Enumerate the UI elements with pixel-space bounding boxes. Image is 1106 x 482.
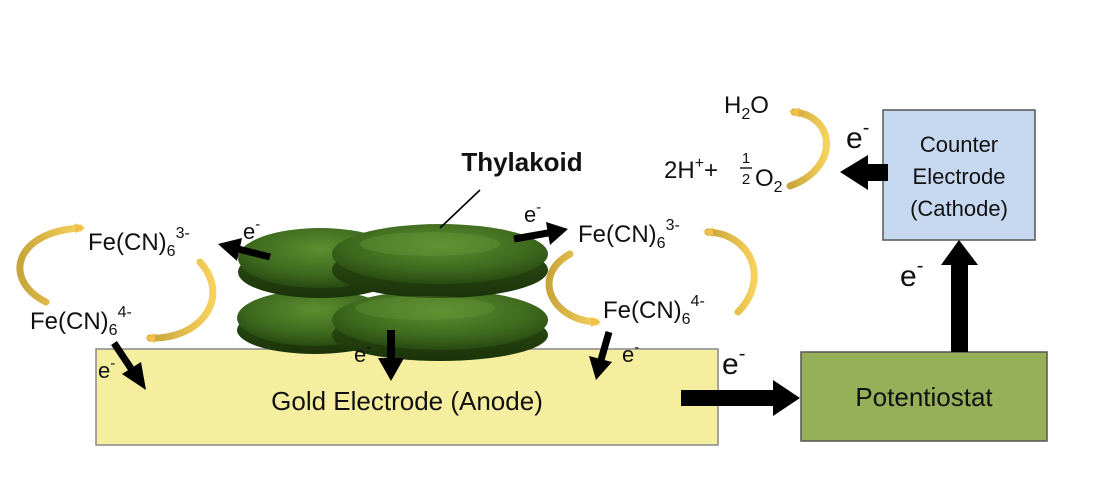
left-redox-cycle-arrows — [16, 223, 217, 344]
half-numerator: 1 — [742, 150, 750, 167]
thylakoid-pointer-line — [439, 189, 481, 229]
svg-text:O2: O2 — [755, 165, 783, 196]
electron-labels: e- e- e- e- e- e- e- e- — [98, 117, 923, 383]
right-redox-cycle-arrows — [545, 227, 758, 327]
left-ferricyanide: Fe(CN)63- — [88, 225, 190, 260]
electron-label-right-electrode: e- — [622, 339, 639, 367]
thylakoid-stack — [237, 224, 548, 361]
electron-label-thylakoid-right: e- — [524, 199, 541, 227]
svg-text:2H++: 2H++ — [664, 155, 718, 184]
arrow-electrode-to-potentiostat — [681, 380, 800, 416]
gold-electrode-label: Gold Electrode (Anode) — [271, 386, 543, 416]
half-denominator: 2 — [742, 171, 750, 188]
counter-electrode-line1: Counter — [920, 132, 998, 157]
thylakoid-label: Thylakoid — [461, 147, 582, 177]
electron-label-to-potentiostat: e- — [722, 343, 745, 381]
arrow-counter-electrode-to-oxygen — [840, 155, 888, 190]
proton-oxygen-formula: 2H++ 1 2 O2 — [664, 150, 783, 196]
right-ferricyanide: Fe(CN)63- — [578, 217, 680, 252]
counter-electrode-line3: (Cathode) — [910, 196, 1008, 221]
counter-electrode-box: Counter Electrode (Cathode) — [882, 109, 1036, 241]
electron-label-thylakoid-left: e- — [243, 216, 260, 244]
arrow-right-ferrocyanide-to-electrode — [589, 331, 613, 380]
arrow-thylakoid-to-electrode — [378, 330, 404, 381]
electron-flow-arrows — [111, 155, 978, 416]
water-formula: H2O — [724, 92, 769, 123]
electron-label-to-oxygen: e- — [846, 117, 869, 155]
potentiostat-label: Potentiostat — [855, 382, 993, 412]
arrow-left-ferrocyanide-to-electrode — [111, 341, 146, 390]
counter-electrode-line2: Electrode — [913, 164, 1006, 189]
oxygen-reduction-cycle-arrow — [786, 107, 830, 190]
potentiostat-box: Potentiostat — [800, 351, 1048, 442]
right-ferrocyanide: Fe(CN)64- — [603, 293, 705, 328]
electron-label-to-counter: e- — [900, 255, 923, 293]
arrow-thylakoid-to-right-ferricyanide — [513, 222, 568, 245]
electron-label-left-electrode: e- — [98, 355, 115, 383]
gold-electrode: Gold Electrode (Anode) — [95, 348, 719, 446]
arrow-potentiostat-to-counter-electrode — [941, 240, 978, 352]
left-ferrocyanide: Fe(CN)64- — [30, 304, 132, 339]
arrow-thylakoid-to-left-ferricyanide — [218, 238, 271, 261]
electron-label-thylakoid-down: e- — [354, 339, 371, 367]
